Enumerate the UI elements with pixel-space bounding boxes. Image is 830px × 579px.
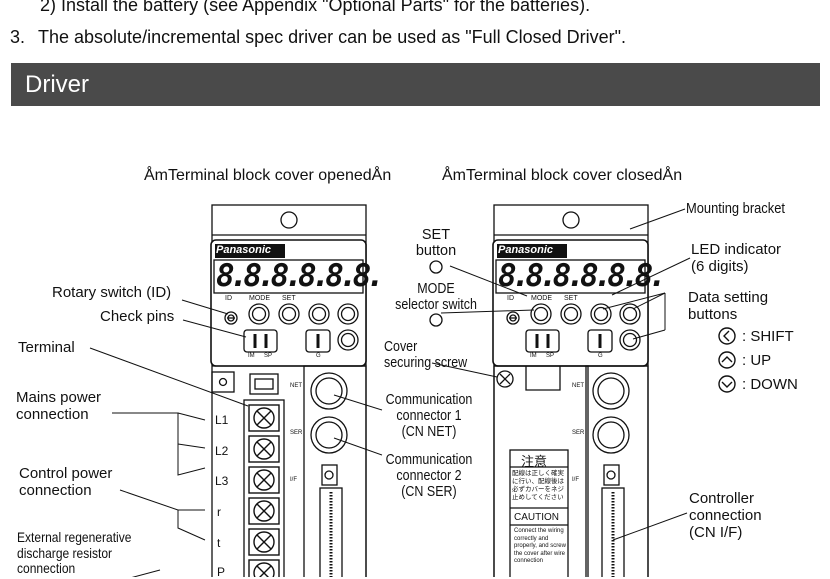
label-mounting-bracket: Mounting bracket (686, 200, 785, 217)
terminal-screws (248, 404, 280, 577)
label-up: : UP (742, 352, 772, 369)
ser-label-right: SER (572, 430, 585, 436)
label-down: : DOWN (742, 376, 798, 393)
label-shift: : SHIFT (742, 328, 794, 345)
id-label-left: ID (225, 295, 232, 302)
brand-logo-right: Panasonic (498, 244, 554, 256)
mode-label-left: MODE (249, 295, 270, 302)
terminal-L2: L2 (215, 444, 229, 458)
driver-closed (492, 204, 649, 577)
led-display-right: 8.8.8.8.8.8. (498, 258, 667, 294)
brand-logo-left: Panasonic (216, 244, 272, 256)
set-label-left: SET (282, 295, 296, 302)
sp-label-right: SP (546, 353, 555, 359)
terminal-r: r (217, 505, 221, 519)
im-label-right: IM (530, 353, 537, 359)
if-label-right: I/F (572, 477, 579, 483)
driver-opened (210, 204, 367, 577)
label-check-pins: Check pins (100, 308, 175, 325)
im-label-left: IM (248, 353, 255, 359)
id-label-right: ID (507, 295, 514, 302)
terminal-t: t (217, 536, 221, 550)
caption-cover-opened: ÅmTerminal block cover openedÅn (144, 167, 392, 184)
section-title: Driver (25, 71, 89, 98)
terminal-L3: L3 (215, 474, 229, 488)
if-label-left: I/F (290, 477, 297, 483)
set-label-right: SET (564, 295, 578, 302)
intro-line-3: The absolute/incremental spec driver can… (38, 27, 627, 47)
net-label-left: NET (290, 383, 302, 389)
caution-text: Connect the wiring correctly and properl… (514, 528, 566, 564)
caution-title: CAUTION (514, 512, 559, 523)
g-label-right: G (598, 353, 603, 359)
net-label-right: NET (572, 383, 584, 389)
section-banner: Driver (11, 63, 820, 106)
warning-jp-title: 注意 (521, 454, 548, 469)
mode-label-right: MODE (531, 295, 552, 302)
terminal-P: P (217, 565, 226, 579)
warning-jp-text: 配線は正しく確実に行い、配線後は必ずカバーをネジ止めしてください (512, 470, 564, 501)
label-rotary-switch: Rotary switch (ID) (52, 284, 172, 301)
intro-line-2: 2) Install the battery (see Appendix "Op… (40, 0, 591, 15)
caption-cover-closed: ÅmTerminal block cover closedÅn (442, 167, 683, 184)
label-terminal: Terminal (18, 339, 75, 356)
intro-line-3-number: 3. (10, 27, 26, 47)
terminal-L1: L1 (215, 413, 229, 427)
g-label-left: G (316, 353, 321, 359)
led-display-left: 8.8.8.8.8.8. (216, 258, 385, 294)
label-led-indicator: LED indicator(6 digits) (691, 241, 782, 275)
ser-label-left: SER (290, 430, 303, 436)
sp-label-left: SP (264, 353, 273, 359)
